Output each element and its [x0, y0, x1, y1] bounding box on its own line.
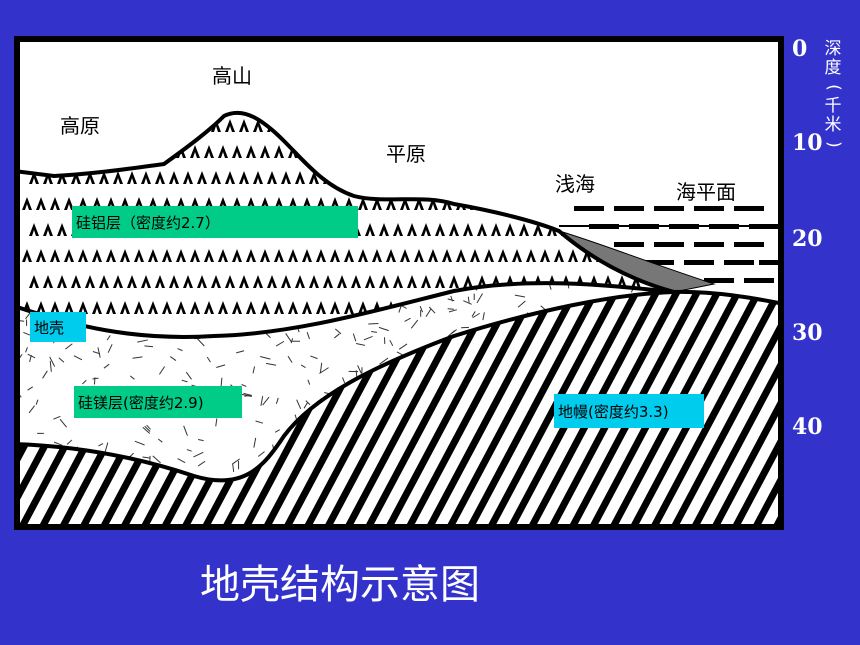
depth-tick-40: 40 — [792, 414, 823, 440]
crust-structure-diagram — [14, 36, 784, 530]
depth-tick-20: 20 — [792, 226, 823, 252]
axis-title-char: ( — [823, 84, 844, 91]
axis-title-char: ) — [823, 141, 844, 148]
sea-texture — [574, 206, 784, 283]
depth-tick-10: 10 — [792, 130, 823, 156]
axis-title-char: 米 — [824, 115, 842, 135]
depth-tick-30: 30 — [792, 320, 823, 346]
layer-label-mantle: 地幔(密度约3.3) — [554, 394, 704, 428]
label-plateau: 高原 — [60, 114, 100, 138]
diagram-caption: 地壳结构示意图 — [200, 562, 480, 608]
label-high-mountain: 高山 — [212, 64, 252, 88]
depth-axis-title: 深 度 ( 千 米 ) — [822, 40, 844, 154]
surface-line — [14, 110, 675, 294]
layer-label-crust: 地壳 — [30, 312, 86, 342]
axis-title-char: 深 — [824, 39, 842, 59]
sial-sima-boundary — [14, 281, 784, 339]
depth-tick-0: 0 — [792, 36, 808, 62]
layer-label-sial: 硅铝层（密度约2.7） — [72, 206, 358, 238]
diagram-frame: 高山 高原 平原 浅海 海平面 硅铝层（密度约2.7） 地壳 硅镁层(密度约2.… — [14, 36, 784, 530]
sial-texture — [22, 119, 641, 314]
layer-label-sima: 硅镁层(密度约2.9) — [74, 386, 242, 418]
label-plain: 平原 — [386, 142, 426, 166]
axis-title-char: 千 — [824, 96, 842, 116]
moho-boundary — [14, 290, 675, 483]
label-sea-level: 海平面 — [676, 180, 736, 204]
axis-title-char: 度 — [824, 58, 842, 78]
label-shallow-sea: 浅海 — [555, 172, 595, 196]
